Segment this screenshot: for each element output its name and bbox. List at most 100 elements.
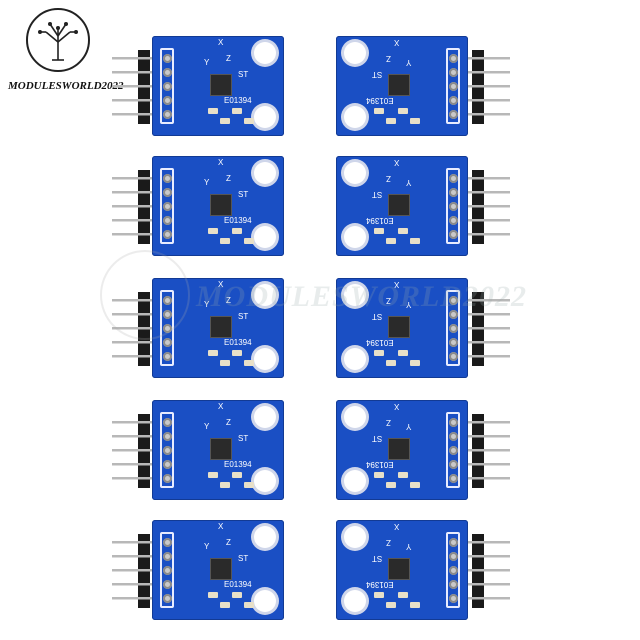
mounting-hole — [254, 590, 276, 612]
axis-y-label: Y — [406, 300, 412, 309]
board-code-label: E01394 — [224, 460, 252, 469]
header-pin — [112, 299, 154, 302]
header-pin — [468, 355, 510, 358]
axis-z-label: Z — [226, 54, 231, 63]
smd-component — [374, 350, 384, 356]
smd-component — [244, 238, 254, 244]
solder-pad — [163, 474, 172, 483]
axis-x-label: X — [394, 280, 400, 289]
solder-pad — [163, 230, 172, 239]
smd-component — [220, 118, 230, 124]
header-pin — [112, 85, 154, 88]
solder-pad — [163, 110, 172, 119]
smd-component — [208, 592, 218, 598]
accelerometer-chip — [210, 74, 232, 96]
board-code-label: E01394 — [366, 580, 394, 589]
smd-component — [232, 592, 242, 598]
header-pin — [468, 583, 510, 586]
smd-component — [232, 108, 242, 114]
header-pin — [112, 583, 154, 586]
smd-component — [410, 602, 420, 608]
axis-z-label: Z — [386, 296, 391, 305]
brand-logo: MODULESWORLD2022 — [8, 8, 124, 108]
mounting-hole — [344, 162, 366, 184]
st-label: ST — [238, 554, 249, 563]
header-pin — [468, 71, 510, 74]
header-pin — [112, 449, 154, 452]
solder-pad — [449, 68, 458, 77]
board-code-label: E01394 — [224, 338, 252, 347]
header-pin — [112, 99, 154, 102]
mounting-hole — [254, 162, 276, 184]
mounting-hole — [344, 42, 366, 64]
solder-pad — [163, 174, 172, 183]
header-pin — [112, 463, 154, 466]
axis-y-label: Y — [204, 422, 210, 431]
accelerometer-chip — [210, 438, 232, 460]
solder-pad — [163, 594, 172, 603]
header-pin — [112, 597, 154, 600]
mounting-hole — [344, 470, 366, 492]
accelerometer-chip — [210, 194, 232, 216]
accelerometer-chip — [388, 316, 410, 338]
axis-y-label: Y — [204, 58, 210, 67]
mounting-hole — [254, 106, 276, 128]
header-pin — [112, 569, 154, 572]
pad-strip — [160, 412, 174, 488]
solder-pad — [163, 446, 172, 455]
axis-y-label: Y — [406, 58, 412, 67]
pin-header — [112, 50, 154, 124]
accelerometer-chip — [210, 558, 232, 580]
header-pin — [468, 597, 510, 600]
smd-component — [220, 238, 230, 244]
smd-component — [398, 592, 408, 598]
solder-pad — [449, 54, 458, 63]
header-pin — [112, 327, 154, 330]
solder-pad — [449, 446, 458, 455]
mounting-hole — [254, 42, 276, 64]
axis-z-label: Z — [226, 296, 231, 305]
header-pin — [112, 541, 154, 544]
st-label: ST — [372, 70, 383, 79]
pad-strip — [160, 290, 174, 366]
smd-component — [374, 592, 384, 598]
smd-component — [208, 350, 218, 356]
header-pin — [112, 435, 154, 438]
smd-component — [398, 350, 408, 356]
st-label: ST — [238, 70, 249, 79]
pad-strip — [160, 48, 174, 124]
header-pin — [468, 233, 510, 236]
smd-component — [208, 108, 218, 114]
solder-pad — [449, 352, 458, 361]
header-pin — [468, 341, 510, 344]
header-pin — [112, 477, 154, 480]
header-pin — [468, 299, 510, 302]
pin-header — [468, 534, 510, 608]
smd-component — [220, 602, 230, 608]
smd-component — [398, 108, 408, 114]
axis-y-label: Y — [406, 542, 412, 551]
axis-x-label: X — [394, 158, 400, 167]
header-pin — [112, 421, 154, 424]
board-code-label: E01394 — [366, 460, 394, 469]
board-code-label: E01394 — [366, 96, 394, 105]
header-pin — [468, 449, 510, 452]
mounting-hole — [254, 226, 276, 248]
st-label: ST — [372, 434, 383, 443]
axis-x-label: X — [394, 402, 400, 411]
mounting-hole — [254, 470, 276, 492]
mounting-hole — [254, 526, 276, 548]
axis-z-label: Z — [386, 174, 391, 183]
smd-component — [374, 108, 384, 114]
smd-component — [232, 228, 242, 234]
st-label: ST — [372, 312, 383, 321]
solder-pad — [163, 338, 172, 347]
axis-x-label: X — [218, 158, 224, 167]
pin-header — [468, 292, 510, 366]
header-pin — [112, 205, 154, 208]
